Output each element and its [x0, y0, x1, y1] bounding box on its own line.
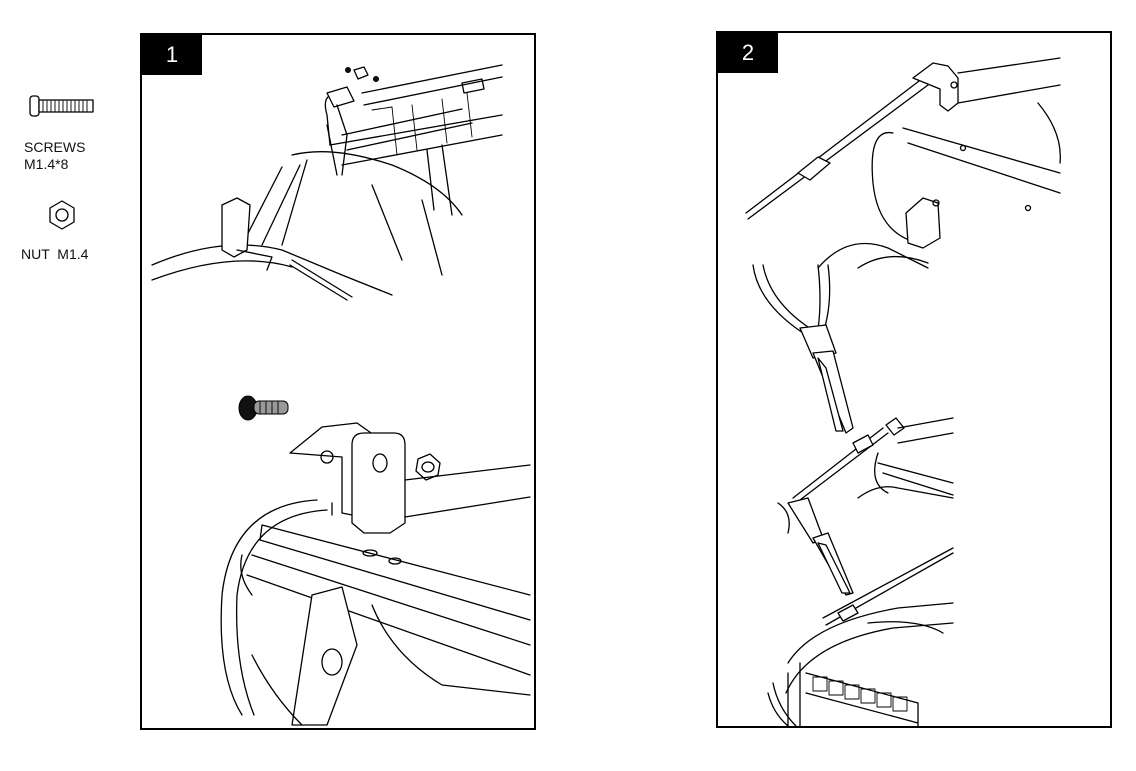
- step-number-badge: 2: [718, 33, 778, 73]
- antenna-bracket-closeup: [745, 57, 1061, 269]
- nut-label: NUT M1.4: [21, 246, 89, 262]
- step-1-panel: 1: [140, 33, 536, 730]
- step-2-illustration: [745, 57, 1061, 726]
- screw-part: [238, 395, 289, 421]
- truck-front-antenna: [767, 547, 954, 726]
- roof-rack-overview: [151, 64, 503, 301]
- step-2-panel: 2: [716, 31, 1112, 728]
- screws-label: SCREWS M1.4*8: [24, 139, 86, 172]
- nut-part: [415, 453, 441, 481]
- parts-icons: [29, 95, 94, 230]
- bracket-detail: [220, 395, 531, 726]
- pliers-tool: [752, 264, 854, 434]
- step-1-illustration: [151, 64, 531, 726]
- hex-nut-icon: [49, 200, 75, 230]
- parts-legend: SCREWS M1.4*8 NUT M1.4: [0, 0, 130, 300]
- pliers-bending-wire: [777, 417, 954, 596]
- screw-icon: [29, 95, 94, 117]
- step-number-badge: 1: [142, 35, 202, 75]
